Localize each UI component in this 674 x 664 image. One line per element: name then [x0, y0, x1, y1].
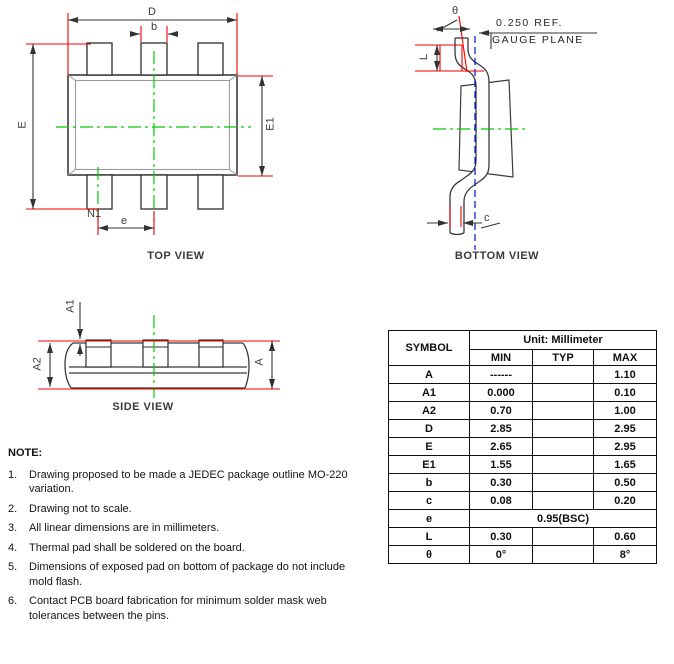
- top-view-caption: TOP VIEW: [147, 250, 205, 262]
- note-item: 5.Dimensions of exposed pad on bottom of…: [8, 561, 346, 588]
- dim-label-c: c: [484, 212, 490, 224]
- dim-label-L: L: [418, 53, 431, 61]
- table-header-typ: TYP: [532, 349, 594, 366]
- side-view-caption: SIDE VIEW: [112, 401, 174, 413]
- pin1-label-N1: N1: [87, 208, 102, 220]
- dim-label-e: e: [121, 215, 128, 227]
- dim-label-E: E: [16, 121, 29, 129]
- bottom-view-drawing: [415, 15, 597, 250]
- note-item: 3.All linear dimensions are in millimete…: [8, 522, 220, 534]
- dim-label-theta: θ: [452, 5, 459, 17]
- gauge-plane-text: GAUGE PLANE: [492, 34, 584, 46]
- note-item: 6.Contact PCB board fabrication for mini…: [8, 595, 327, 622]
- side-view-drawing: [38, 302, 280, 398]
- dim-label-E1: E1: [264, 117, 277, 131]
- dim-label-b: b: [151, 21, 158, 33]
- table-header-min: MIN: [469, 349, 533, 366]
- note-item: 1.Drawing proposed to be made a JEDEC pa…: [8, 468, 348, 496]
- dimension-table: SYMBOL Unit: Millimeter MIN TYP MAX A---…: [388, 330, 657, 564]
- table-header-max: MAX: [593, 349, 657, 366]
- ref-dimension-text: 0.250 REF.: [496, 17, 563, 29]
- bottom-view-caption: BOTTOM VIEW: [454, 250, 540, 262]
- notes-section: NOTE: 1.Drawing proposed to be made a JE…: [8, 446, 370, 628]
- dim-label-A: A: [253, 358, 266, 366]
- table-header-symbol: SYMBOL: [388, 330, 470, 366]
- note-item: 2.Drawing not to scale.: [8, 502, 132, 515]
- top-view-drawing: [26, 13, 273, 235]
- notes-title: NOTE:: [8, 447, 43, 459]
- table-header-unit: Unit: Millimeter: [469, 330, 657, 350]
- dim-label-D: D: [148, 6, 156, 18]
- table-row: A------1.10: [388, 365, 657, 384]
- note-item: 4.Thermal pad shall be soldered on the b…: [8, 541, 245, 554]
- dim-label-A2: A2: [31, 357, 44, 371]
- dim-label-A1: A1: [64, 299, 77, 313]
